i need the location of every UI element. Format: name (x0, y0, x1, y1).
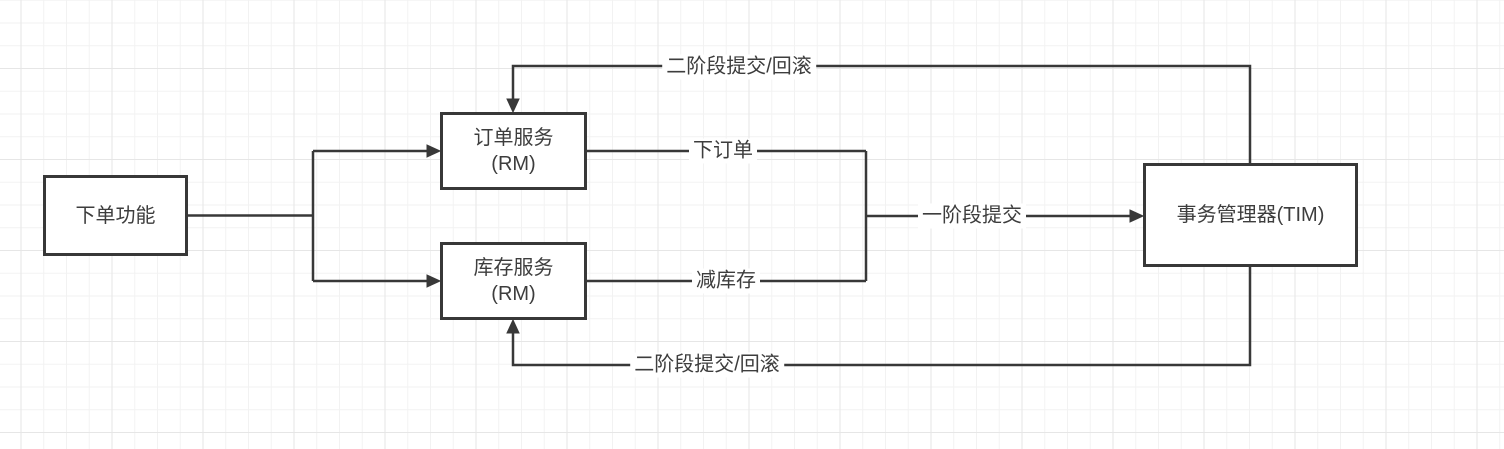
node-order-function-label: 下单功能 (75, 204, 156, 227)
node-order-service-label: 订单服务 (473, 127, 554, 149)
node-inventory-service-sublabel: (RM) (491, 283, 536, 305)
edge-phase-two-top-line (511, 64, 1252, 163)
node-transaction-manager-label: 事务管理器(TIM) (1176, 204, 1325, 226)
node-order-service-sublabel: (RM) (491, 153, 536, 175)
arrowhead-into-order-service-left (426, 144, 442, 158)
edge-label-reduce-inventory: 减库存 (692, 268, 760, 294)
arrowhead-into-inventory-service-bottom (506, 318, 520, 334)
arrowhead-into-transaction-manager (1129, 209, 1145, 223)
node-inventory-service-label: 库存服务 (473, 257, 554, 279)
arrowhead-into-order-service-top (506, 98, 520, 114)
node-transaction-manager: 事务管理器(TIM) (1143, 163, 1358, 267)
edge-fanout-line (188, 149, 427, 283)
edge-label-place-order: 下订单 (689, 138, 757, 164)
node-order-function: 下单功能 (43, 175, 188, 256)
edge-phase-two-bottom-line (511, 267, 1252, 367)
node-order-service: 订单服务 (RM) (440, 112, 587, 190)
edge-label-phase-two-commit-rollback-top: 二阶段提交/回滚 (662, 54, 816, 80)
node-inventory-service: 库存服务 (RM) (440, 242, 587, 320)
edge-label-phase-two-commit-rollback-bottom: 二阶段提交/回滚 (630, 352, 784, 378)
arrowhead-into-inventory-service-left (426, 274, 442, 288)
edge-label-phase-one-commit: 一阶段提交 (918, 203, 1026, 229)
